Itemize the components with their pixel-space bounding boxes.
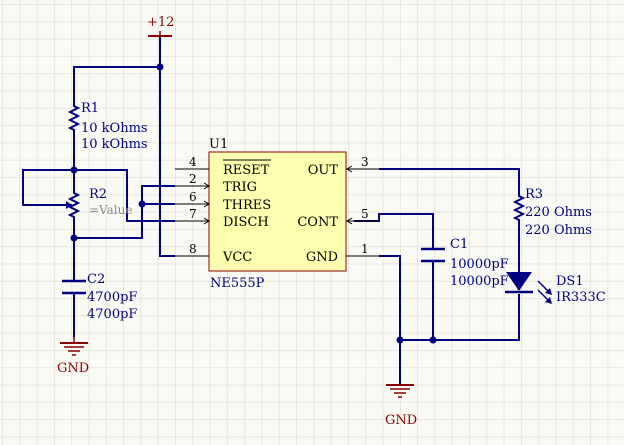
u1-designator: U1 [209, 137, 228, 152]
r3-designator: R3 [525, 187, 543, 202]
junction-dot [70, 166, 78, 174]
ic-body[interactable] [208, 151, 347, 272]
ground-symbol-left[interactable]: GND [57, 337, 89, 376]
r1-value: 10 kOhms [81, 121, 148, 136]
pin-name-reset: RESET [223, 163, 270, 178]
pin-number: 8 [189, 242, 197, 256]
junction-dot [396, 336, 404, 344]
wire-discharge-node[interactable] [74, 169, 175, 222]
r2-value: =Value [89, 203, 132, 217]
junction-dot [156, 63, 164, 71]
c2-value: 4700pF [87, 290, 137, 305]
wire-led-to-gnd[interactable] [400, 294, 520, 341]
capacitor-c2[interactable]: C2 4700pF 4700pF [62, 272, 137, 322]
pin-name-trig: TRIG [223, 180, 257, 195]
pin-number: 4 [189, 155, 197, 169]
junction-dot [429, 336, 437, 344]
wire-vcc-rail[interactable] [73, 37, 161, 100]
junction-dot [70, 234, 78, 242]
ic-u1[interactable]: U1 NE555P 4 2 6 7 8 RESET TRIG THRES DIS… [175, 137, 379, 291]
gnd-label: GND [385, 413, 417, 428]
ds1-part: IR333C [556, 290, 606, 305]
input-arrow-icon [346, 217, 353, 225]
pin-name-disch: DISCH [223, 215, 269, 230]
junctions [70, 63, 437, 344]
wire-vcc-to-pin8[interactable] [159, 67, 175, 257]
r3-comment: 220 Ohms [525, 223, 592, 238]
wires [22, 37, 520, 385]
r3-value: 220 Ohms [525, 205, 592, 220]
led-ds1[interactable]: DS1 IR333C [505, 264, 606, 305]
capacitor-c1[interactable]: C1 10000pF 10000pF [421, 237, 509, 289]
ground-symbol-right[interactable]: GND [385, 384, 417, 428]
pin-number: 3 [361, 155, 369, 169]
resistor-icon [512, 192, 526, 224]
output-arrow-icon [346, 165, 353, 173]
pin-name-thres: THRES [223, 198, 271, 213]
pin-number: 2 [189, 172, 197, 186]
ds1-designator: DS1 [556, 274, 584, 289]
input-arrow-icon [203, 182, 210, 190]
r1-designator: R1 [81, 101, 99, 116]
r1-comment: 10 kOhms [81, 137, 148, 152]
u1-part: NE555P [210, 276, 265, 291]
c1-designator: C1 [450, 237, 468, 252]
wiper-arrow-icon [66, 201, 72, 209]
wire-timing-node[interactable] [73, 185, 175, 239]
c2-comment: 4700pF [87, 307, 137, 322]
wire-out-to-r3[interactable] [379, 168, 520, 192]
resistor-r3[interactable]: R3 220 Ohms 220 Ohms [512, 187, 592, 238]
pin-name-cont: CONT [297, 215, 338, 230]
pin-number: 1 [361, 242, 369, 256]
pin-number: 7 [189, 207, 197, 221]
input-arrow-icon [203, 217, 210, 225]
junction-dot [138, 200, 146, 208]
diode-icon [506, 272, 532, 291]
wire-r2-bypass-loop[interactable] [22, 169, 74, 206]
pin-name-vcc: VCC [222, 250, 252, 265]
resistor-icon [67, 100, 81, 134]
pin-name-gnd: GND [306, 250, 338, 265]
c2-designator: C2 [87, 272, 105, 287]
potentiometer-icon [67, 189, 81, 218]
c1-value: 10000pF [450, 257, 509, 272]
resistor-r1[interactable]: R1 10 kOhms 10 kOhms [67, 100, 148, 152]
pin-number: 5 [361, 207, 369, 221]
wire-gnd-pin[interactable] [379, 255, 401, 385]
input-arrow-icon [203, 200, 210, 208]
r2-designator: R2 [89, 187, 107, 202]
vcc-label: +12 [147, 15, 174, 30]
gnd-label: GND [57, 361, 89, 376]
power-port-vcc[interactable]: +12 [147, 15, 174, 37]
potentiometer-r2[interactable]: R2 =Value [60, 187, 132, 218]
c1-comment: 10000pF [450, 274, 509, 289]
pin-number: 6 [189, 190, 197, 204]
pin-name-out: OUT [308, 163, 339, 178]
